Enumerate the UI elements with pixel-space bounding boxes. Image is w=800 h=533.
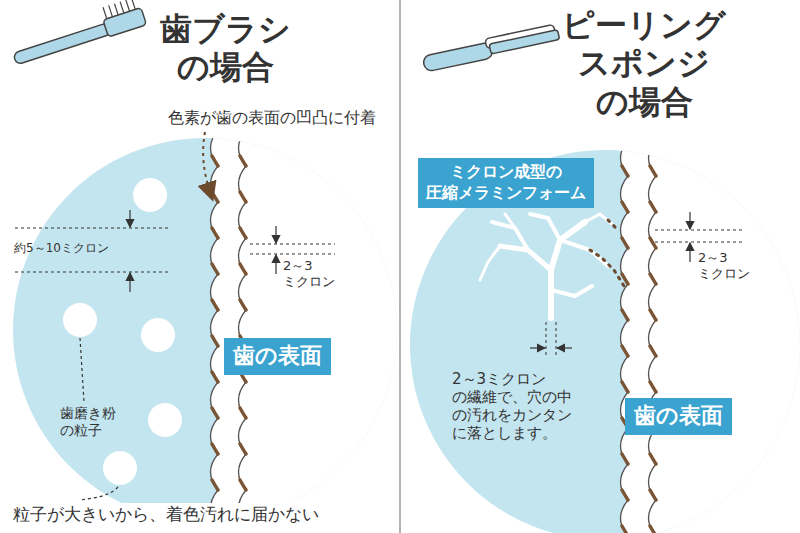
dimension-line xyxy=(546,322,556,356)
panel-heading: ピーリング スポンジ の場合 xyxy=(562,6,726,121)
dimension-arrow xyxy=(689,212,690,262)
sponge-tool-icon xyxy=(421,24,560,72)
panel-heading: 歯ブラシ の場合 xyxy=(160,10,291,87)
dimension-label: 2～3 ミクロン xyxy=(283,258,335,289)
label-box: 歯の表面 xyxy=(224,338,331,375)
particle-label: 歯磨き粉 の粒子 xyxy=(60,405,116,439)
dimension-arrow xyxy=(530,347,572,348)
tooth-surface xyxy=(621,140,800,533)
enamel-line xyxy=(649,140,657,533)
leader-line xyxy=(80,487,118,500)
dirt-dots xyxy=(608,220,618,230)
note: 色素が歯の表面の凹凸に付着 xyxy=(168,108,376,127)
toothpaste-particle xyxy=(21,173,182,485)
dimension-arrow xyxy=(275,226,276,274)
box-text: 歯の表面 xyxy=(634,402,723,431)
dimension-arrow xyxy=(129,210,130,292)
leader-line xyxy=(80,338,84,402)
melamine-fiber xyxy=(480,214,612,318)
stain-marks xyxy=(622,166,656,533)
box-text: 歯の表面 xyxy=(233,342,322,371)
dimension-label: 約5～10ミクロン xyxy=(14,241,109,255)
dimension-line xyxy=(655,230,742,242)
panel-divider xyxy=(399,0,401,533)
dimension-line xyxy=(15,228,168,272)
label-box: 歯の表面 xyxy=(625,398,732,435)
label-box: ミクロン成型の 圧縮メラミンフォーム xyxy=(418,158,594,208)
dirt-dots xyxy=(590,250,624,286)
enamel-line xyxy=(621,140,629,533)
toothbrush-icon xyxy=(8,0,147,67)
dimension-label: 2～3 ミクロン xyxy=(698,250,750,281)
note: 2～3ミクロン の繊維で、穴の中 の汚れをカンタン に落とします。 xyxy=(452,370,572,442)
dimension-line xyxy=(250,244,335,254)
note: 粒子が大きいから、着色汚れに届かない xyxy=(10,503,322,525)
box-text: ミクロン成型の 圧縮メラミンフォーム xyxy=(426,162,586,204)
leader-arrow xyxy=(203,132,212,198)
